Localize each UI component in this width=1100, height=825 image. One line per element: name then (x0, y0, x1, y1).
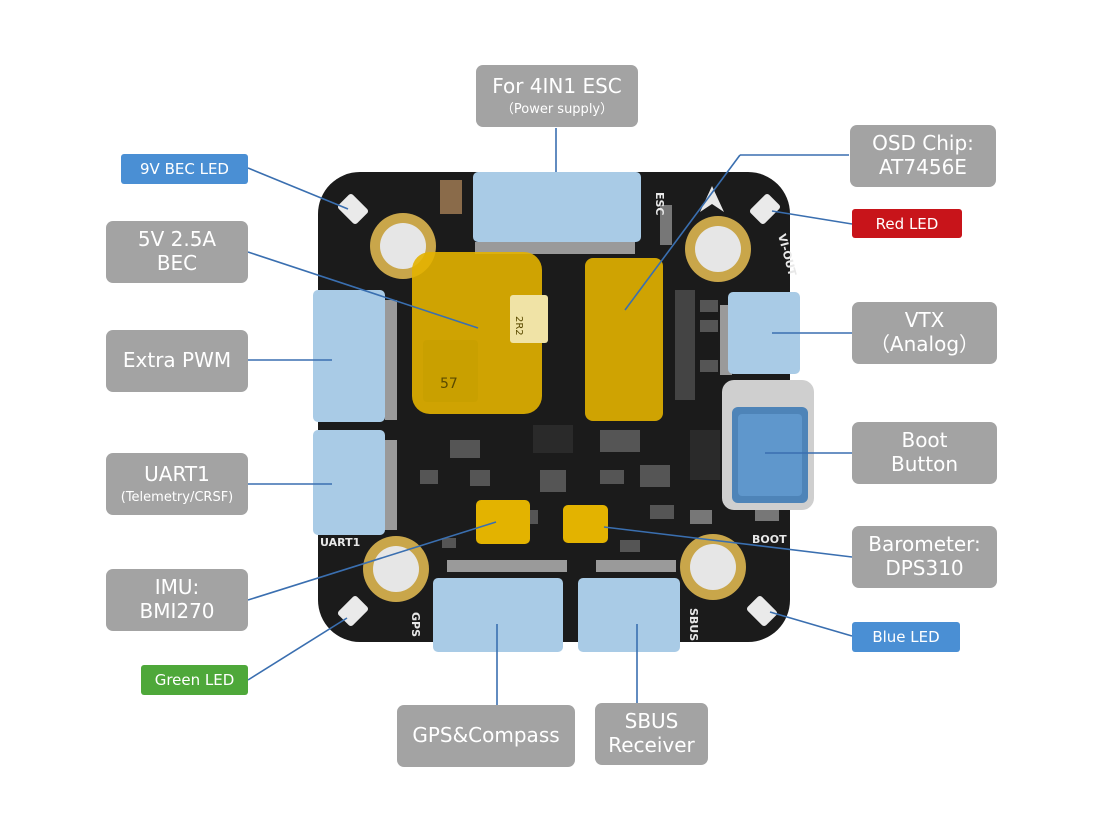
callout-sbus-title: SBUS (624, 709, 679, 734)
callout-bec-title: 5V 2.5A (137, 227, 217, 252)
callout-barometer-value: DPS310 (885, 556, 964, 580)
callout-uart1-title: UART1 (144, 462, 210, 487)
mounting-hole-top-right (685, 216, 751, 282)
bec-highlight (412, 252, 548, 414)
red-led-part (749, 193, 781, 225)
uart1-connector (313, 430, 385, 535)
callout-esc-subtitle: （Power supply） (500, 101, 614, 117)
leader-lines (247, 128, 853, 705)
smd-components (420, 180, 779, 552)
callout-osd: OSD Chip: AT7456E (850, 125, 996, 187)
imu-chip (476, 500, 530, 544)
callout-gps: GPS&Compass (397, 705, 575, 767)
bec-led-tag: 9V BEC LED (121, 154, 248, 184)
sbus-connector (578, 578, 680, 652)
blue-led-tag: Blue LED (852, 622, 960, 652)
boot-button-part (722, 380, 814, 510)
barometer-chip (563, 505, 608, 543)
callout-barometer: Barometer: DPS310 (852, 526, 997, 588)
callout-boot-value: Button (891, 452, 958, 476)
callout-sbus-value: Receiver (608, 733, 695, 757)
callout-osd-title: OSD Chip: (872, 131, 974, 156)
callout-gps-title: GPS&Compass (412, 723, 560, 748)
callout-imu-title: IMU: (154, 575, 200, 600)
callout-sbus: SBUS Receiver (595, 703, 708, 765)
silk-chip-57: 57 (440, 376, 458, 392)
callout-esc: For 4IN1 ESC （Power supply） (476, 65, 638, 127)
callout-pwm: Extra PWM (106, 330, 248, 392)
silk-gps: GPS (409, 612, 422, 637)
bec-led-part (337, 193, 369, 225)
red-led-tag: Red LED (852, 209, 962, 238)
mounting-hole-bottom-right (680, 534, 746, 600)
brand-logo (700, 186, 724, 212)
callout-bec-value: BEC (156, 251, 198, 275)
vtx-connector (728, 292, 800, 374)
esc-connector (473, 172, 641, 242)
callout-uart1-subtitle: (Telemetry/CRSF) (120, 489, 234, 505)
callout-boot: Boot Button (852, 422, 997, 484)
callout-imu-value: BMI270 (139, 599, 215, 623)
silk-esc: ESC (653, 192, 666, 216)
callout-vtx-title: VTX (904, 308, 945, 333)
flight-controller-board: ESC VI-OUT BOOT UART1 GPS SBUS 57 2R2 (313, 172, 814, 652)
blue-led-part (746, 595, 778, 627)
callout-bec: 5V 2.5A BEC (106, 221, 248, 283)
silk-boot: BOOT (752, 533, 787, 546)
silk-chip-2r2: 2R2 (513, 316, 524, 336)
callout-imu: IMU: BMI270 (106, 569, 248, 631)
callout-vtx-value: （Analog） (869, 332, 980, 356)
callout-osd-value: AT7456E (879, 155, 967, 179)
silk-sbus: SBUS (687, 608, 700, 641)
silk-uart1: UART1 (320, 536, 360, 549)
gps-connector (433, 578, 563, 652)
callout-uart1: UART1 (Telemetry/CRSF) (106, 453, 248, 515)
callout-barometer-title: Barometer: (868, 532, 981, 557)
osd-chip-highlight (585, 258, 663, 421)
callout-pwm-title: Extra PWM (122, 348, 232, 373)
green-led-tag: Green LED (141, 665, 248, 695)
mounting-hole-bottom-left (363, 536, 429, 602)
callout-vtx: VTX （Analog） (852, 302, 997, 364)
pwm-connector (313, 290, 385, 422)
callout-esc-title: For 4IN1 ESC (492, 74, 622, 99)
callout-boot-title: Boot (901, 428, 948, 453)
